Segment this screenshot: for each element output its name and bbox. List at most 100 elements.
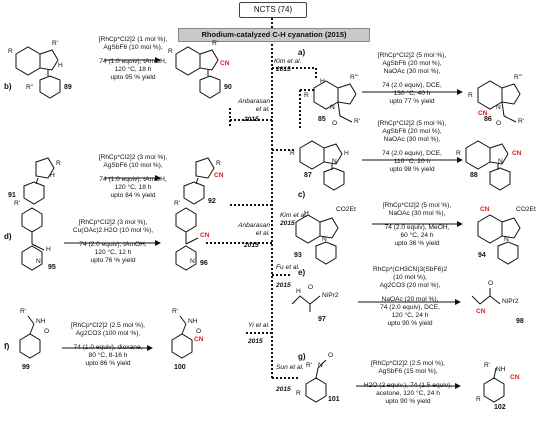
atom-h-87: H (344, 150, 349, 157)
atom-r-92: R (216, 160, 221, 167)
compound-99: 99 (22, 364, 30, 371)
atom-h-97: H (296, 288, 301, 295)
compound-98: 98 (516, 318, 524, 325)
atom-r3-85: R''' (350, 74, 359, 81)
conditions-e: RhCp*(CH3CN)3(SbF6)2 (10 mol %), Ag2CO3 … (372, 266, 447, 327)
atom-r1-89: R' (52, 40, 59, 47)
compound-87: 87 (304, 172, 312, 179)
atom-n-93: N (322, 236, 327, 243)
label-e: e) (298, 268, 306, 277)
atom-nipr2-98: NiPr2 (502, 298, 519, 305)
atom-n-85: N (330, 104, 335, 111)
ref-anb-d: Anbarasan et al. (238, 222, 270, 237)
atom-n-94: N (504, 236, 509, 243)
conditions-a1: [RhCp*Cl2]2 (5 mol %), AgSbF6 (20 mol %)… (377, 52, 447, 105)
atom-r1-101: R' (306, 362, 313, 369)
compound-93: 93 (294, 252, 302, 259)
atom-cn-86: CN (478, 110, 488, 117)
conditions-f: [RhCp*Cl2]2 (2.5 mol %), Ag2CO3 (100 mol… (70, 322, 146, 367)
atom-n-88: N (498, 158, 503, 165)
atom-h-89: H (58, 62, 63, 69)
atom-cn-90: CN (220, 60, 230, 67)
atom-n-95: N (36, 258, 41, 265)
ref-year-c: 2015 (280, 220, 295, 227)
atom-n-87: N (332, 158, 337, 165)
ref-year-d: 2015 (244, 242, 259, 249)
reagent-box: NCTS (74) (239, 2, 307, 18)
atom-r1-102: R' (484, 362, 491, 369)
compound-91: 91 (8, 192, 16, 199)
label-d: d) (4, 232, 12, 241)
compound-88: 88 (470, 172, 478, 179)
ref-kim-c: Kim et al. (280, 212, 308, 219)
atom-o-101: O (328, 352, 334, 359)
atom-cn-94: CN (480, 206, 490, 213)
atom-o-85: O (332, 120, 338, 127)
atom-o-86: O (496, 120, 502, 127)
compound-94: 94 (478, 252, 486, 259)
ref-year-a: 2015 (276, 66, 291, 73)
ref-kim-a: Kim et al. (274, 58, 302, 65)
atom-r1-91: R' (14, 200, 21, 207)
atom-r3-86: R''' (514, 74, 523, 81)
label-a: a) (298, 48, 306, 57)
ref-yi-f: Yi et al. (248, 322, 270, 329)
compound-95: 95 (48, 264, 56, 271)
atom-r-88: R (456, 150, 461, 157)
atom-h-91: H (50, 172, 55, 179)
atom-r-91: R (56, 160, 61, 167)
atom-r1-85: R' (354, 118, 361, 125)
atom-o-97: O (308, 284, 314, 291)
atom-h-95: H (46, 246, 51, 253)
ref-year-e: 2015 (276, 282, 291, 289)
atom-nh-99: NH (36, 318, 46, 325)
ref-year-g: 2015 (276, 386, 291, 393)
atom-r-85: R (304, 92, 309, 99)
ref-year-b: 2015 (244, 116, 259, 123)
atom-r1-92: R' (174, 200, 181, 207)
conditions-b2: [RhCp*Cl2]2 (3 mol %), AgSbF6 (10 mol %)… (98, 154, 168, 199)
ref-anb-b: Anbarasan et al. (238, 98, 270, 113)
atom-cn-102: CN (510, 374, 520, 381)
compound-102: 102 (494, 404, 506, 411)
atom-r1-86: R' (518, 118, 525, 125)
atom-r-87: R (290, 150, 295, 157)
atom-r-101: R (296, 390, 301, 397)
scheme-title: Rhodium-catalyzed C-H cyanation (2015) (178, 28, 370, 42)
conditions-a2: [RhCp*Cl2]2 (5 mol %), AgSbF6 (20 mol %)… (377, 120, 447, 173)
atom-co2et-93: CO2Et (336, 206, 356, 213)
atom-o-98: O (488, 280, 494, 287)
conditions-d: [RhCp*Cl2]2 (3 mol %), Cu(OAc)2.H2O (10 … (72, 219, 154, 264)
atom-h-85: H (320, 78, 325, 85)
compound-92: 92 (208, 198, 216, 205)
atom-cn-92: CN (214, 172, 224, 179)
atom-me-100: R' (172, 308, 179, 315)
label-f: f) (4, 342, 10, 351)
compound-86: 86 (484, 116, 492, 123)
compound-96: 96 (200, 260, 208, 267)
atom-co2et-94: CO2Et (516, 206, 536, 213)
atom-r1-90: R' (212, 40, 219, 47)
atom-o-100: O (196, 328, 202, 335)
atom-n-96: N (190, 258, 195, 265)
ref-sun-g: Sun et al. (276, 364, 304, 371)
atom-me-99: R' (20, 308, 27, 315)
atom-nh-100: NH (188, 318, 198, 325)
atom-cn-88: CN (512, 150, 522, 157)
atom-r2-89: R'' (26, 84, 34, 91)
conditions-c: [RhCp*Cl2]2 (5 mol %), NaOAc (30 mol %),… (382, 202, 452, 247)
label-b: b) (4, 82, 12, 91)
label-c: c) (298, 190, 306, 199)
ref-fu-e: Fu et al. (276, 264, 300, 271)
atom-h-93: H (304, 210, 309, 217)
atom-r-102: R (476, 396, 481, 403)
conditions-b1: [RhCp*Cl2]2 (1 mol %), AgSbF6 (10 mol %)… (98, 36, 168, 81)
compound-101: 101 (328, 396, 340, 403)
atom-cn-100: CN (194, 336, 204, 343)
atom-cn-98: CN (476, 308, 486, 315)
atom-n-86: N (496, 104, 501, 111)
compound-97: 97 (318, 316, 326, 323)
compound-100: 100 (174, 364, 186, 371)
compound-90: 90 (224, 84, 232, 91)
